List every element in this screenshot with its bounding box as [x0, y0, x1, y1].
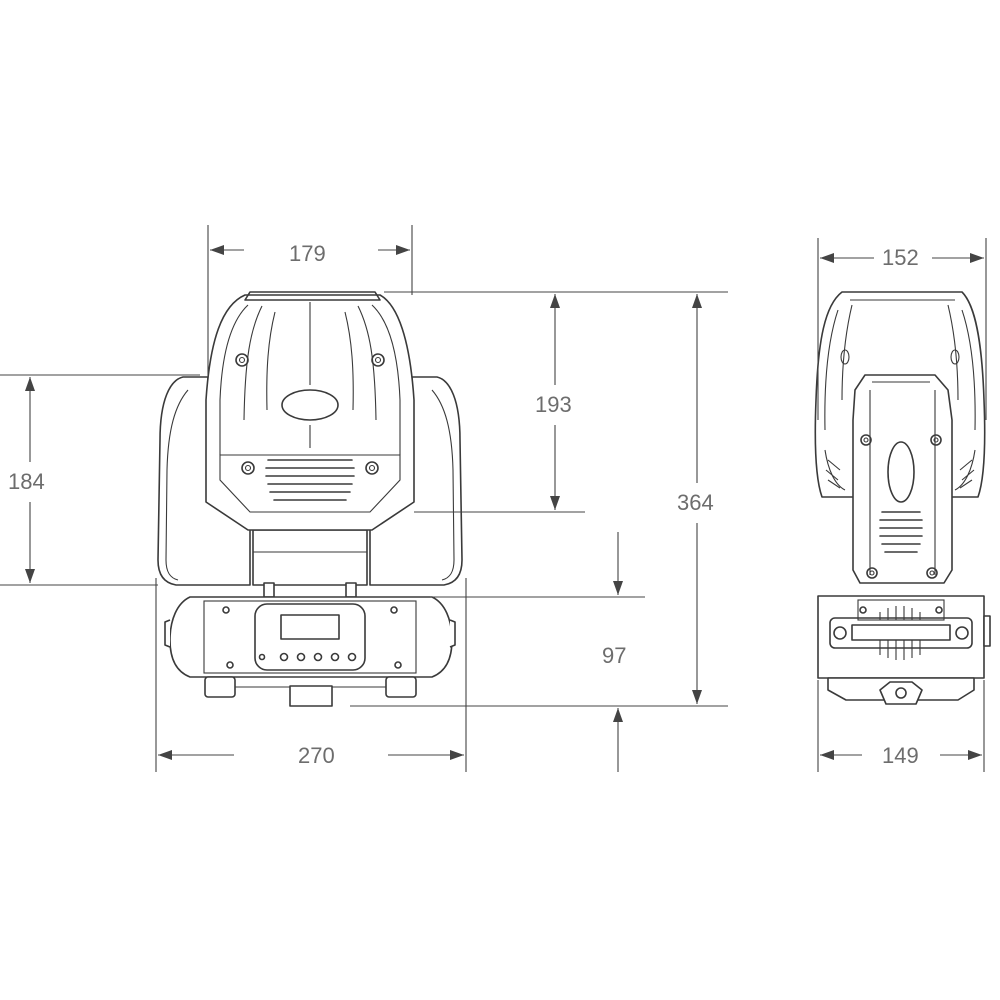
front-head-screws — [235, 353, 385, 475]
front-control-panel — [254, 603, 366, 671]
side-base-handle — [829, 617, 973, 649]
side-arm-screws — [860, 434, 942, 579]
dim-label-total-height: 364 — [675, 490, 716, 515]
front-base-screws — [222, 606, 402, 669]
front-base-feet — [204, 676, 417, 707]
dim-label-arm-height: 184 — [6, 469, 47, 494]
front-head-logo-oval — [281, 389, 339, 421]
dim-label-head-height: 193 — [533, 392, 574, 417]
front-right-arm — [369, 376, 463, 586]
side-arm — [852, 374, 953, 584]
dim-label-base-height: 97 — [600, 643, 629, 668]
dim-label-side-head-depth: 152 — [880, 245, 921, 270]
front-control-buttons — [258, 652, 357, 662]
front-head-vents — [265, 459, 355, 501]
side-arm-vents — [879, 511, 923, 553]
front-neck — [252, 529, 368, 586]
front-left-arm — [157, 376, 251, 586]
front-base — [169, 596, 453, 678]
side-view — [814, 291, 991, 705]
dim-label-front-head-width: 179 — [287, 241, 328, 266]
dim-label-base-width: 270 — [296, 743, 337, 768]
front-view — [157, 291, 463, 707]
front-lcd-display — [280, 614, 340, 640]
dimension-lines — [0, 225, 987, 772]
side-base — [817, 595, 985, 679]
front-head — [205, 294, 415, 531]
dim-label-side-base-depth: 149 — [880, 743, 921, 768]
side-arm-oval — [887, 441, 915, 503]
